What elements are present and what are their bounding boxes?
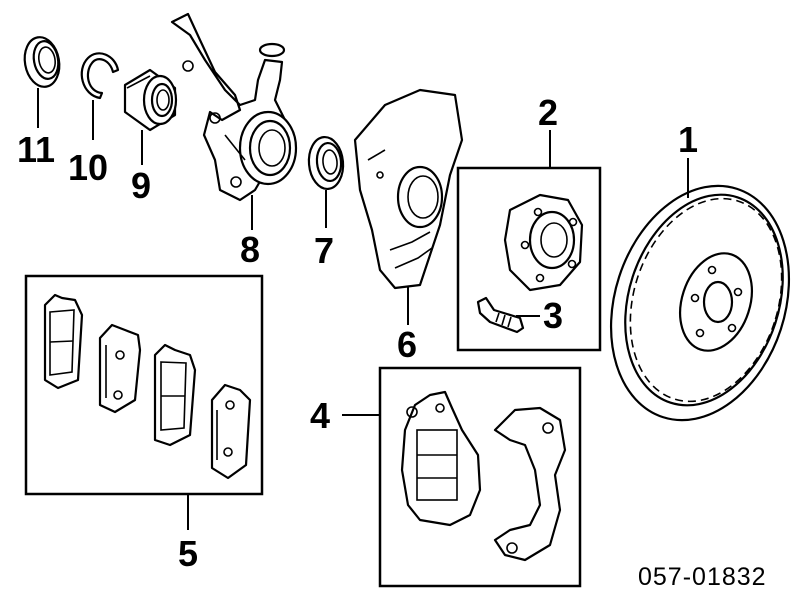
callout-2: 2 [538,92,558,133]
callout-11: 11 [17,129,55,170]
part-8-steering-knuckle [170,12,298,202]
callout-9: 9 [131,165,151,206]
part-1-brake-disc [609,184,791,422]
caliper-box [378,366,582,588]
part-10-snap-ring [80,52,120,100]
part-2-wheel-hub [503,193,584,292]
part-3-wheel-stud [476,296,525,334]
part-4-brake-caliper [400,390,567,562]
reference-code: 057-01832 [638,563,767,591]
brake-pads-box [24,274,264,496]
callout-4: 4 [310,395,330,436]
part-5-brake-pads [43,293,252,480]
part-7-dust-seal [307,135,345,191]
callout-5: 5 [178,533,198,574]
part-11-oil-seal [23,36,61,88]
hub-assembly-box [456,166,602,352]
callout-10: 10 [68,147,108,188]
part-9-wheel-bearing [123,68,178,132]
callout-7: 7 [314,230,334,271]
callout-8: 8 [240,229,260,270]
callout-6: 6 [397,324,417,365]
callout-1: 1 [678,119,698,160]
callout-3: 3 [543,295,563,336]
part-6-splash-shield [353,88,464,290]
